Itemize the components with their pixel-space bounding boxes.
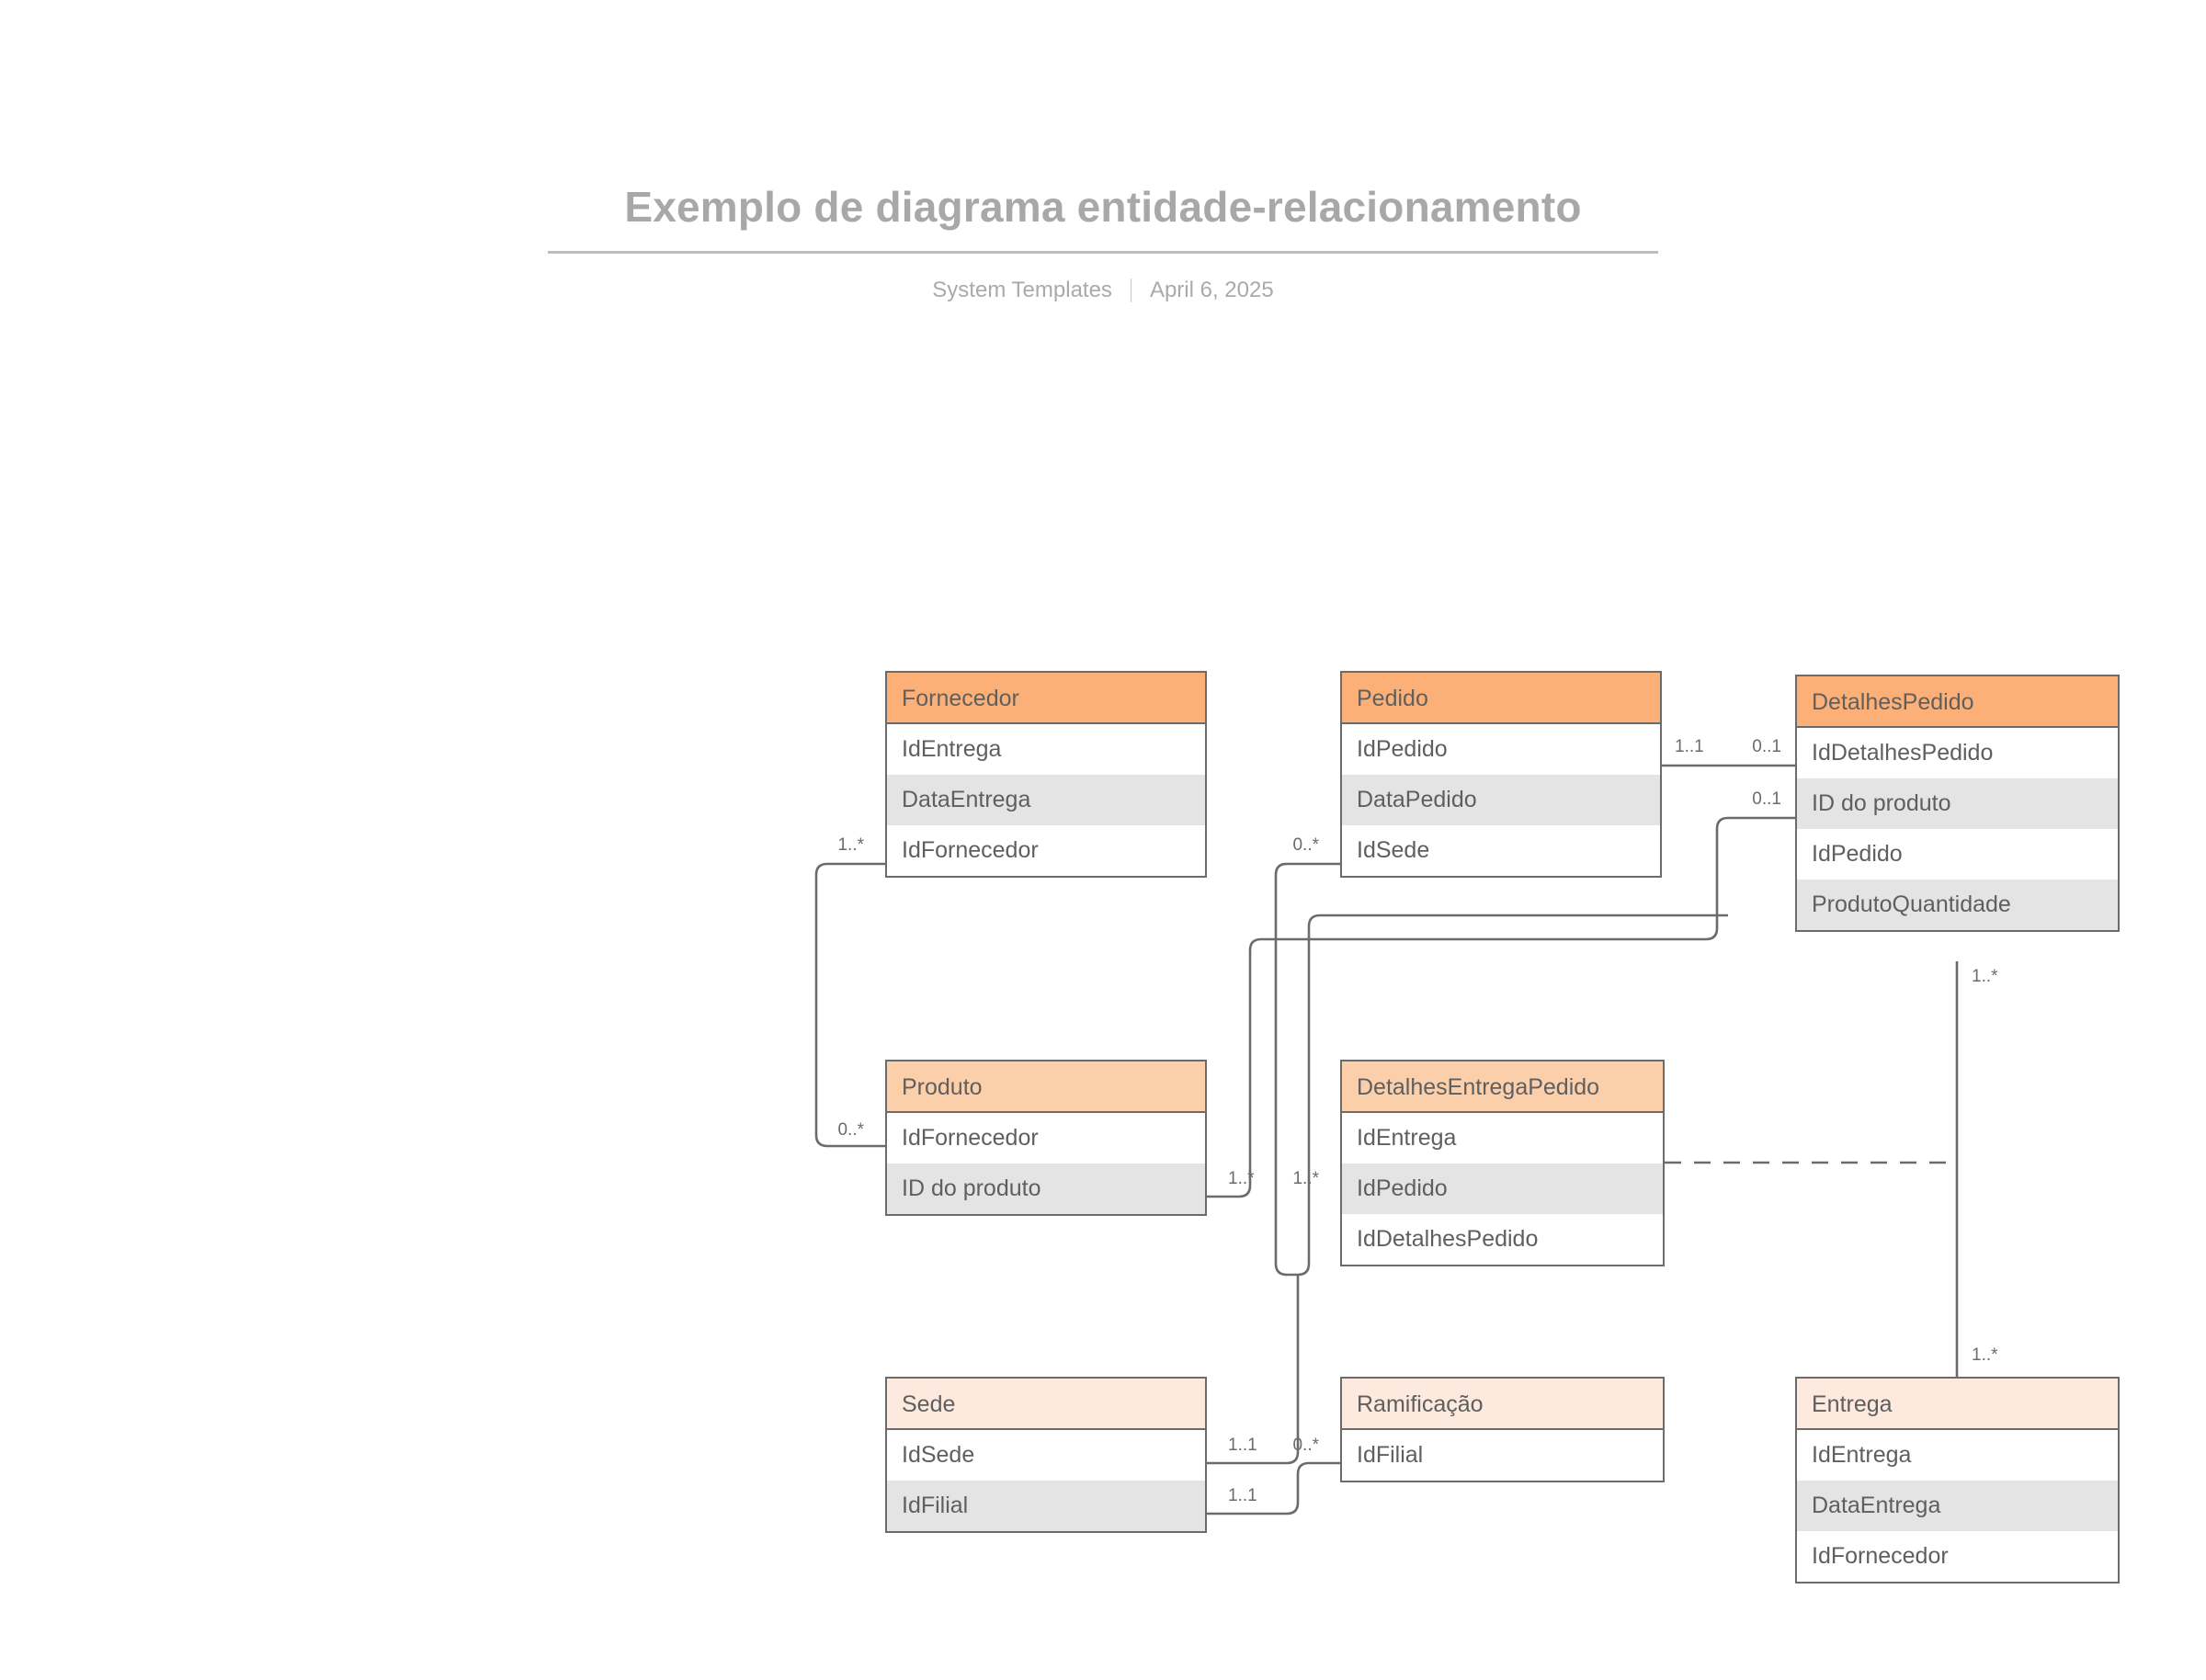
attribute-row[interactable]: IdPedido <box>1797 829 2118 880</box>
entity-title-ramificacao: Ramificação <box>1342 1379 1663 1430</box>
cardinality-label-c-fornecedor-out: 1..* <box>837 835 864 855</box>
connector-w-sede-ramificacao[interactable] <box>1207 1461 1340 1515</box>
attribute-row[interactable]: IdDetalhesPedido <box>1342 1214 1663 1265</box>
attribute-row[interactable]: IdEntrega <box>887 724 1205 775</box>
entity-title-detalhespedido: DetalhesPedido <box>1797 676 2118 728</box>
cardinality-label-c-prod-out: 1..* <box>1228 1169 1255 1188</box>
attribute-row[interactable]: IdEntrega <box>1342 1113 1663 1164</box>
cardinality-label-c-dp-prod: 0..1 <box>1752 789 1781 809</box>
page-title: Exemplo de diagrama entidade-relacioname… <box>624 183 1582 231</box>
connector-w-pedido-detalhesentrega[interactable] <box>1274 862 1728 1277</box>
title-divider <box>548 250 1658 254</box>
date-label: April 6, 2025 <box>1149 277 1274 302</box>
attribute-row[interactable]: IdFornecedor <box>887 1113 1205 1164</box>
cardinality-label-c-pedido-out: 1..1 <box>1675 737 1704 756</box>
attribute-row[interactable]: ID do produto <box>887 1164 1205 1214</box>
entity-title-fornecedor: Fornecedor <box>887 673 1205 724</box>
attribute-row[interactable]: IdDetalhesPedido <box>1797 728 2118 778</box>
cardinality-label-c-dp-in: 0..1 <box>1752 737 1781 756</box>
cardinality-label-c-sede-out: 1..1 <box>1228 1436 1257 1455</box>
entity-title-entrega: Entrega <box>1797 1379 2118 1430</box>
cardinality-label-c-entrega-in: 1..* <box>1972 1345 1998 1365</box>
attribute-row[interactable]: DataEntrega <box>887 775 1205 825</box>
cardinality-label-c-dp-entrega: 1..* <box>1972 967 1998 986</box>
attribute-row[interactable]: ID do produto <box>1797 778 2118 829</box>
attribute-row[interactable]: DataPedido <box>1342 775 1660 825</box>
attribute-row[interactable]: IdFilial <box>1342 1430 1663 1481</box>
connector-w-sede-detalhesentrega[interactable] <box>1207 1275 1300 1465</box>
cardinality-label-c-ram-in: 0..* <box>1292 1436 1319 1455</box>
connector-w-fornecedor-produto[interactable] <box>814 862 885 1148</box>
cardinality-label-c-dep-in: 1..* <box>1292 1169 1319 1188</box>
connector-w-detalhespedido-produto[interactable] <box>1207 816 1795 1198</box>
entity-title-detalhesentregapedido: DetalhesEntregaPedido <box>1342 1061 1663 1113</box>
document-header: Exemplo de diagrama entidade-relacioname… <box>0 0 2206 303</box>
attribute-row[interactable]: IdPedido <box>1342 724 1660 775</box>
cardinality-label-c-sede-filial: 1..1 <box>1228 1486 1257 1505</box>
attribute-row[interactable]: IdEntrega <box>1797 1430 2118 1481</box>
attribute-row[interactable]: IdPedido <box>1342 1164 1663 1214</box>
attribute-row[interactable]: DataEntrega <box>1797 1481 2118 1531</box>
entity-title-sede: Sede <box>887 1379 1205 1430</box>
cardinality-label-c-pedido-sede: 0..* <box>1292 835 1319 855</box>
entity-title-pedido: Pedido <box>1342 673 1660 724</box>
attribute-row[interactable]: IdFilial <box>887 1481 1205 1531</box>
attribute-row[interactable]: ProdutoQuantidade <box>1797 880 2118 930</box>
author-label: System Templates <box>932 277 1112 302</box>
attribute-row[interactable]: IdSede <box>1342 825 1660 876</box>
entity-title-produto: Produto <box>887 1061 1205 1113</box>
cardinality-label-c-produto-in: 0..* <box>837 1120 864 1140</box>
attribute-row[interactable]: IdSede <box>887 1430 1205 1481</box>
attribute-row[interactable]: IdFornecedor <box>887 825 1205 876</box>
document-subtitle: System Templates April 6, 2025 <box>0 278 2206 303</box>
attribute-row[interactable]: IdFornecedor <box>1797 1531 2118 1582</box>
